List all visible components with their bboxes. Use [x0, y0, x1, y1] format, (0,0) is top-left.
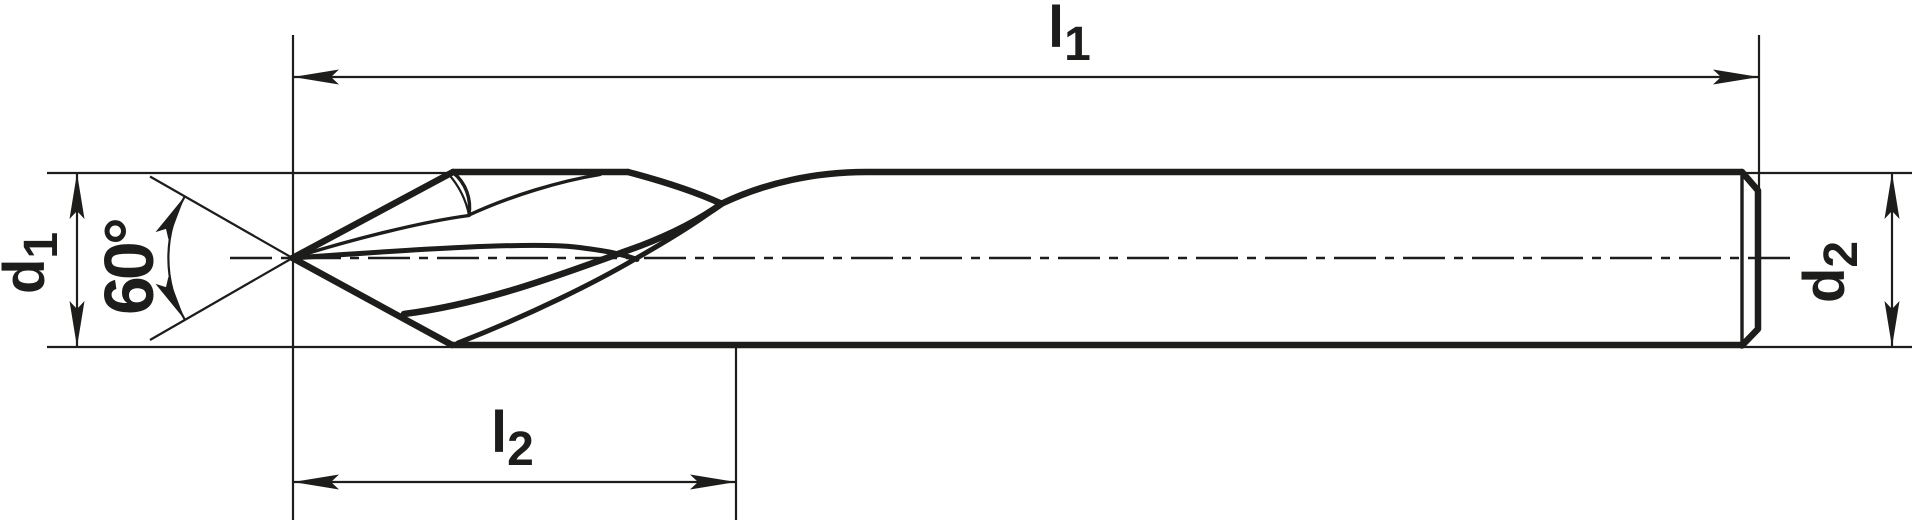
label-d1: d1: [0, 232, 68, 294]
label-l1: l1: [1048, 0, 1091, 71]
label-l1-sub: 1: [1064, 18, 1091, 71]
angle-arc-arrow-bottom: [155, 276, 185, 320]
d1-arrow-bottom: [69, 301, 85, 347]
label-point-angle: 60°: [90, 220, 168, 315]
label-d1-sub: 1: [15, 232, 68, 259]
angle-leg-lower: [149, 257, 294, 341]
label-l1-main: l: [1048, 0, 1064, 60]
tip-to-ear-curve: [290, 213, 471, 260]
l1-arrow-right: [1713, 69, 1759, 85]
point-land-ear-inner: [447, 173, 471, 216]
label-d2: d2: [1792, 241, 1868, 303]
label-d2-main: d: [1792, 268, 1857, 303]
label-l2: l2: [491, 400, 534, 476]
upper-flute-lip-curve: [290, 242, 640, 262]
d2-arrow-top: [1884, 173, 1900, 219]
angle-arc-arrow-top: [155, 196, 185, 240]
l2-arrow-left: [293, 474, 339, 490]
point-land-ear-outer: [451, 170, 472, 217]
arrowheads: [69, 69, 1900, 490]
flute-runout-and-shank-top: [400, 168, 1746, 318]
dimension-labels: l1 l2 d1 d2 60°: [0, 0, 1868, 476]
d1-arrow-top: [69, 173, 85, 219]
flute-face-curve: [467, 172, 602, 217]
d2-arrow-bottom: [1884, 301, 1900, 347]
drill-outline: [289, 168, 1762, 349]
flute-helix-second-edge: [455, 202, 723, 346]
label-l2-sub: 2: [507, 423, 534, 476]
l2-arrow-right: [690, 474, 736, 490]
l1-arrow-left: [293, 69, 339, 85]
flute-notch-descending-edge: [624, 168, 725, 207]
shank-end-face: [1738, 168, 1762, 349]
angle-leg-upper: [149, 175, 294, 259]
label-d1-main: d: [0, 259, 57, 294]
label-d2-sub: 2: [1815, 241, 1868, 268]
label-l2-main: l: [491, 400, 507, 465]
